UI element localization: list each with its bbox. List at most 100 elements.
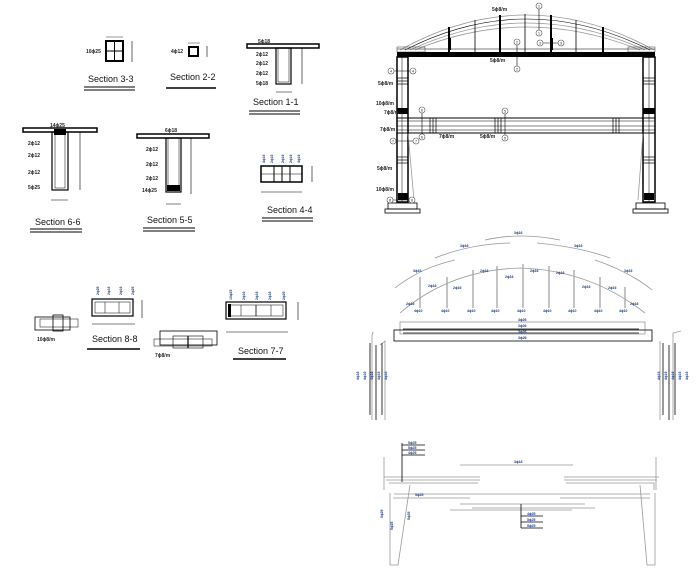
section-title: Section 6-6 <box>35 217 81 227</box>
bar-label: 4ϕ16 <box>384 371 388 380</box>
bar-label: 3ϕ16 <box>574 244 583 248</box>
bar-label: 3ϕ16 <box>460 244 469 248</box>
marker-label: 4 <box>412 69 415 74</box>
marker-label: 1 <box>538 31 541 36</box>
section-1-1: 5ϕ18 2ϕ12 2ϕ12 2ϕ12 5ϕ18 Section 1-1 <box>246 39 320 115</box>
bar-label: 4ϕ10 <box>467 309 476 313</box>
bar-label: 4ϕ16 <box>671 371 675 380</box>
bar-label: 4ϕ16 <box>664 371 668 380</box>
section-7-7: 10ϕ25 2ϕ16 2ϕ16 2ϕ16 2ϕ25 Section 7-7 <box>225 290 299 360</box>
side-bar-label: 2ϕ12 <box>146 147 158 153</box>
marker-label: 2 <box>516 67 519 72</box>
bar-label: 2ϕ16 <box>119 286 123 295</box>
marker-label: 1 <box>538 4 541 9</box>
side-bar-label: 2ϕ12 <box>28 153 40 159</box>
side-bar-label: 2ϕ12 <box>28 141 40 147</box>
section-title: Section 1-1 <box>253 97 299 107</box>
top-bar-label: 5ϕ18 <box>258 39 270 45</box>
section-8-8: 2ϕ25 2ϕ16 2ϕ16 2ϕ25 Section 8-8 <box>87 286 143 350</box>
bar-label: 4ϕ10 <box>594 309 603 313</box>
bar-label: 5ϕ25 <box>380 509 384 518</box>
stirrup-label: 5ϕ8/m <box>377 166 393 172</box>
bar-label: 2ϕ16 <box>268 291 272 300</box>
top-bar-label: 6ϕ18 <box>165 128 177 134</box>
bar-label: 4ϕ16 <box>678 371 682 380</box>
side-bar-label: 2ϕ12 <box>256 61 268 67</box>
bar-label: 3ϕ26 <box>518 324 527 328</box>
stirrup-label: 7ϕ8/m <box>380 127 396 133</box>
bar-label: 2ϕ16 <box>242 291 246 300</box>
bar-label: 4ϕ10 <box>491 309 500 313</box>
bar-label: 4ϕ16 <box>685 371 689 380</box>
section-title: Section 4-4 <box>267 205 313 215</box>
bar-label: 2ϕ16 <box>255 291 259 300</box>
bar-label: 4ϕ16 <box>370 371 374 380</box>
bar-label: 4ϕ16 <box>356 371 360 380</box>
stirrup-label: 10ϕ8/m <box>376 101 394 107</box>
bottom-bar-label: 5ϕ25 <box>28 185 40 191</box>
section-title: Section 8-8 <box>92 334 138 344</box>
bar-label: 2ϕ16 <box>582 285 591 289</box>
section-title: Section 3-3 <box>88 74 134 84</box>
stirrup-label: 7ϕ8/m <box>384 110 400 116</box>
stirrup-label: 5ϕ8/m <box>490 58 506 64</box>
bar-label: 10ϕ25 <box>229 290 233 300</box>
bottom-bar-label: 5ϕ18 <box>256 81 268 87</box>
marker-label: 5 <box>504 136 507 141</box>
marker-label: 7 <box>415 139 418 144</box>
bar-label: 2ϕ16 <box>608 286 617 290</box>
stirrup-detail-b: 7ϕ8/m <box>153 330 218 359</box>
bar-label: 5ϕ25 <box>390 521 394 530</box>
stirrup-label: 7ϕ8/m <box>439 134 455 140</box>
bar-label: 2ϕ16 <box>107 286 111 295</box>
bar-label: 2ϕ16 <box>505 275 514 279</box>
marker-label: 8 <box>389 198 392 203</box>
bar-label: 4ϕ12 <box>171 49 183 55</box>
bar-label: 2ϕ16 <box>270 154 274 163</box>
marker-label: 2 <box>516 40 519 45</box>
rebar-detail-arch: 3ϕ16 3ϕ16 3ϕ16 3ϕ16 3ϕ16 2ϕ16 2ϕ16 2ϕ16 … <box>356 231 689 420</box>
marker-label: 6 <box>421 135 424 140</box>
bar-label: 3ϕ26 <box>518 330 527 334</box>
marker-label: 6 <box>421 108 424 113</box>
bar-label: 4ϕ10 <box>619 309 628 313</box>
bar-label: 10ϕ25 <box>86 49 101 55</box>
bar-label: 3ϕ26 <box>518 336 527 340</box>
bar-label: 5ϕ25 <box>527 524 536 528</box>
stirrup-label: 7ϕ8/m <box>155 353 171 359</box>
bottom-bar-label: 14ϕ25 <box>142 188 157 194</box>
marker-label: 3 <box>539 41 542 46</box>
marker-label: 7 <box>392 139 395 144</box>
bar-label: 2ϕ16 <box>630 302 639 306</box>
side-bar-label: 2ϕ12 <box>28 170 40 176</box>
bar-label: 4ϕ10 <box>543 309 552 313</box>
marker-label: 4 <box>390 69 393 74</box>
bar-label: 4ϕ16 <box>377 371 381 380</box>
bar-label: 3ϕ16 <box>514 231 523 235</box>
side-bar-label: 2ϕ12 <box>146 162 158 168</box>
bar-label: 2ϕ16 <box>406 302 415 306</box>
section-markers: 1 1 2 2 3 3 4 4 5 5 6 6 7 7 8 8 <box>386 2 565 204</box>
bar-label: 2ϕ16 <box>556 271 565 275</box>
bar-label: 2ϕ16 <box>281 154 285 163</box>
section-title: Section 5-5 <box>147 215 193 225</box>
stirrup-label: 5ϕ8/m <box>492 7 508 13</box>
bar-label: 2ϕ16 <box>453 286 462 290</box>
bar-label: 2ϕ25 <box>131 286 135 295</box>
bar-label: 5ϕ25 <box>408 446 417 450</box>
side-bar-label: 2ϕ12 <box>146 176 158 182</box>
bar-label: 3ϕ16 <box>413 269 422 273</box>
bar-label: 3ϕ26 <box>518 318 527 322</box>
bar-label: 5ϕ25 <box>408 441 417 445</box>
stirrup-detail-a: 10ϕ8/m <box>34 314 79 343</box>
arch-posts <box>448 14 604 52</box>
bar-label: 4ϕ25 <box>408 451 417 455</box>
side-bar-label: 2ϕ12 <box>256 71 268 77</box>
stirrup-label: 10ϕ8/m <box>376 187 394 193</box>
section-title: Section 7-7 <box>238 346 284 356</box>
bar-label: 4ϕ10 <box>517 309 526 313</box>
stirrup-label: 5ϕ8/m <box>378 81 394 87</box>
bar-label: 5ϕ25 <box>415 493 424 497</box>
section-6-6: 14ϕ25 2ϕ12 2ϕ12 2ϕ12 5ϕ25 Section 6-6 <box>22 123 98 233</box>
